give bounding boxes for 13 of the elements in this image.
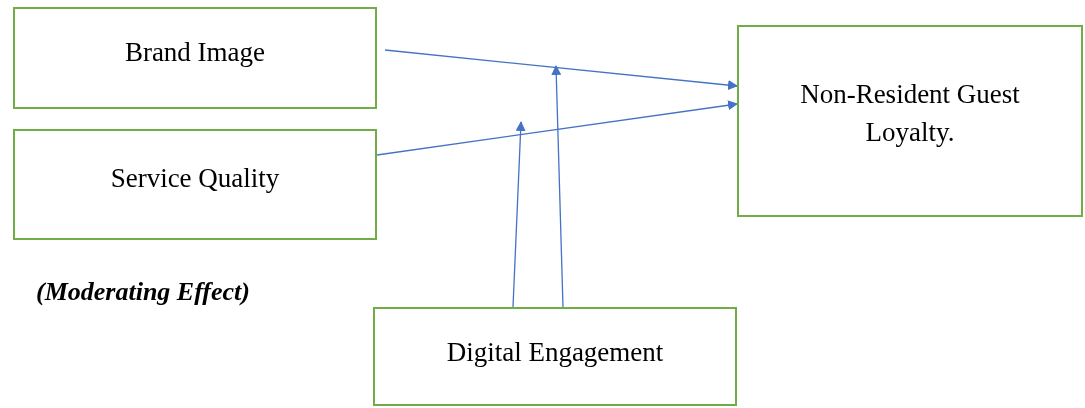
arrow: [376, 100, 738, 156]
box-label: Digital Engagement: [446, 336, 664, 369]
concept-box: [13, 7, 377, 109]
note-label: (Moderating Effect): [36, 276, 250, 308]
concept-box: [737, 25, 1083, 217]
box-label: Non-Resident Guest Loyalty.: [799, 78, 1021, 149]
arrow: [384, 49, 738, 91]
concept-box: [13, 129, 377, 240]
arrow: [512, 121, 526, 308]
arrow: [551, 65, 564, 308]
box-label: Service Quality: [110, 162, 280, 195]
concept-box: [373, 307, 737, 406]
box-label: Brand Image: [124, 36, 266, 69]
